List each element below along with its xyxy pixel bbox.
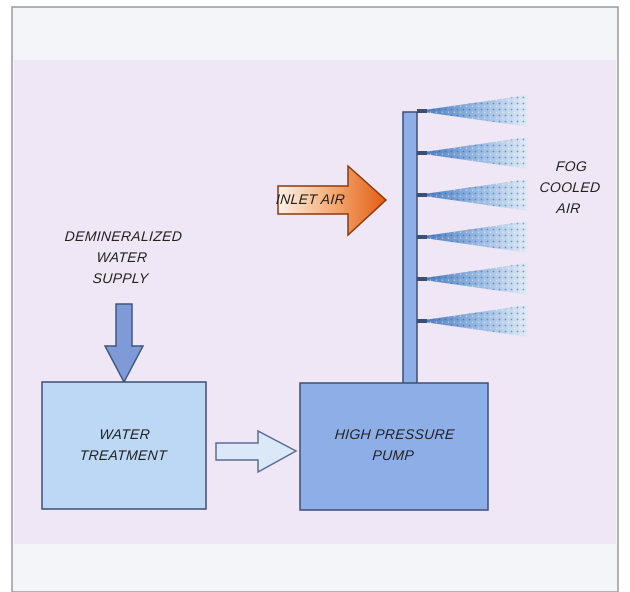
nozzle-1 [417,109,427,113]
nozzle-6 [417,319,427,323]
output-label-line-1: FOG [555,158,588,174]
inlet-air-arrow [277,164,388,237]
manifold-pipe [402,111,418,385]
supply-down-arrow [103,303,145,384]
nozzle-4 [417,235,427,239]
fog-cooled-air-label: FOG COOLED AIR [528,156,612,219]
pump-label-line-1: HIGH PRESSURE [334,426,456,442]
nozzle-2 [417,151,427,155]
source-label-line-3: SUPPLY [92,270,150,286]
water-treatment-box [41,381,207,510]
nozzle-3 [417,193,427,197]
output-label-line-3: AIR [555,200,582,216]
spray-droplets-4 [417,221,528,253]
demineralized-water-supply-label: DEMINERALIZED WATER SUPPLY [46,226,198,289]
high-pressure-pump-label: HIGH PRESSURE PUMP [299,424,490,466]
inlet-air-label: INLET AIR [275,189,368,210]
inlet-air-text: INLET AIR [275,191,346,207]
treatment-label-line-1: WATER [98,426,151,442]
fog-sprays [417,95,528,337]
water-treatment-label: WATER TREATMENT [41,424,208,466]
source-label-line-1: DEMINERALIZED [64,228,183,244]
output-label-line-2: COOLED [539,179,602,195]
spray-droplets-6 [417,305,528,337]
source-label-line-2: WATER [96,249,148,265]
spray-droplets-3 [417,179,528,211]
treatment-label-line-2: TREATMENT [79,447,168,463]
spray-droplets-1 [417,95,528,127]
treatment-to-pump-arrow [215,429,298,474]
high-pressure-pump-box [299,382,489,511]
spray-droplets-5 [417,263,528,295]
pump-label-line-2: PUMP [371,447,415,463]
nozzle-5 [417,277,427,281]
spray-droplets-2 [417,137,528,169]
